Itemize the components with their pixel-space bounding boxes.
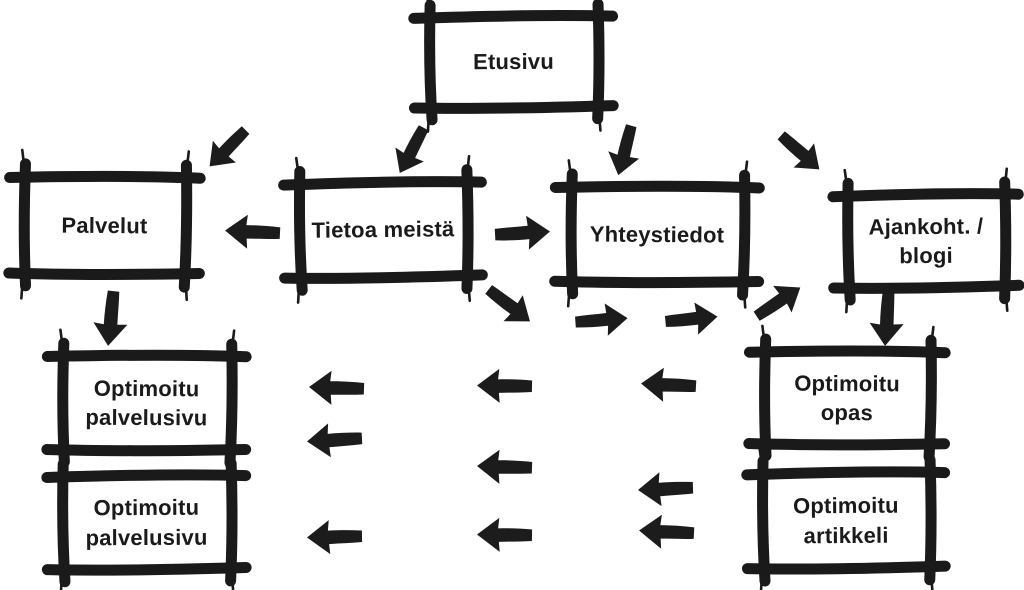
arrow-etusivu-to-palvelut-icon <box>198 119 257 178</box>
arrow-grid-left-r3c3-icon <box>638 513 695 551</box>
node-palvelut-label: Palvelut <box>61 212 148 239</box>
arrow-ajankoht-blogi-to-optimoitu-opas-icon <box>868 289 906 348</box>
arrow-tietoa-meista-to-palvelut-icon <box>224 213 281 251</box>
node-optimoitu-artikkeli-label: Optimoitu artikkeli <box>792 493 899 548</box>
arrow-mid-down-right-icon <box>478 276 540 335</box>
node-palvelut[interactable]: Palvelut <box>12 167 198 284</box>
node-optimoitu-palvelusivu-1-label: Optimoitu palvelusivu <box>85 375 208 431</box>
node-optimoitu-palvelusivu-2[interactable]: Optimoitu palvelusivu <box>50 466 244 578</box>
node-etusivu-label: Etusivu <box>472 49 555 75</box>
arrow-grid-left-r3c1-icon <box>306 519 363 555</box>
node-optimoitu-artikkeli[interactable]: Optimoitu artikkeli <box>750 463 943 577</box>
node-yhteystiedot-label: Yhteystiedot <box>589 221 725 248</box>
node-optimoitu-opas[interactable]: Optimoitu opas <box>752 342 943 453</box>
arrow-mid-right-2-icon <box>664 300 719 338</box>
node-yhteystiedot[interactable]: Yhteystiedot <box>558 177 757 291</box>
arrow-mid-up-right-icon <box>747 273 810 330</box>
node-optimoitu-palvelusivu-2-label: Optimoitu palvelusivu <box>85 495 208 550</box>
arrow-palvelut-to-optimoitu-palvelusivu-icon <box>91 289 131 348</box>
arrow-tietoa-meista-to-yhteystiedot-icon <box>494 214 551 252</box>
node-tietoa-meista[interactable]: Tietoa meistä <box>286 173 479 287</box>
node-tietoa-meista-label: Tietoa meistä <box>311 216 455 244</box>
arrow-etusivu-to-ajankoht-blogi-icon <box>770 123 830 182</box>
arrow-etusivu-to-tietoa-meista-icon <box>385 120 438 181</box>
arrow-grid-left-r2c3-icon <box>637 471 694 507</box>
arrow-grid-left-r1c3-icon <box>640 366 697 404</box>
arrow-grid-left-r1c1-icon <box>308 370 365 406</box>
node-etusivu[interactable]: Etusivu <box>417 7 611 116</box>
node-optimoitu-palvelusivu-1[interactable]: Optimoitu palvelusivu <box>50 346 244 459</box>
arrow-mid-right-1-icon <box>574 302 629 338</box>
arrow-grid-left-r1c2-icon <box>476 368 533 404</box>
arrow-grid-left-r2c1-icon <box>306 421 363 459</box>
arrow-grid-left-r2c2-icon <box>476 449 533 485</box>
node-ajankoht-blogi[interactable]: Ajankoht. / blogi <box>836 185 1017 297</box>
arrow-etusivu-to-yhteystiedot-icon <box>602 121 647 180</box>
arrow-grid-left-r3c2-icon <box>476 517 533 553</box>
node-ajankoht-blogi-label: Ajankoht. / blogi <box>868 213 984 269</box>
node-optimoitu-opas-label: Optimoitu opas <box>794 370 901 426</box>
